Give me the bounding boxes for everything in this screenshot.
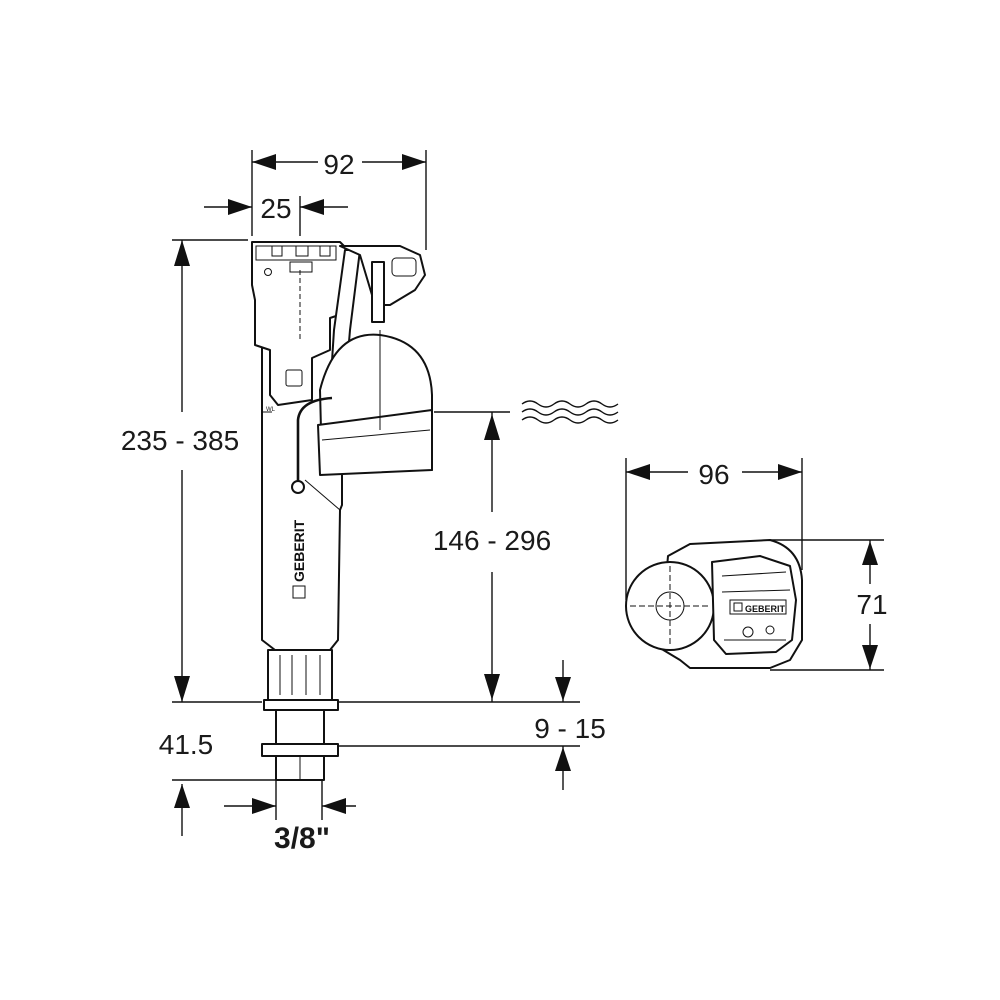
arrow-thread-top <box>555 677 571 701</box>
arrow-offset-left <box>228 199 252 215</box>
dimension-top-width: 92 <box>251 149 427 250</box>
arrow-height-bottom <box>174 676 190 702</box>
wl-mark-label: WL <box>266 407 276 413</box>
plan-screw <box>742 626 754 638</box>
dimension-plan-width: 96 <box>625 458 803 600</box>
arrow-height-top <box>174 240 190 266</box>
dimension-top-offset: 25 <box>204 193 348 236</box>
lock-nut <box>263 699 339 711</box>
head-slot-2 <box>295 245 309 257</box>
plan-logo-mark <box>733 602 743 612</box>
refill-tube-clip <box>291 480 305 494</box>
plan-width-label: 96 <box>698 459 729 490</box>
head-screw <box>264 268 272 276</box>
plan-ribs <box>721 571 791 641</box>
arrow-thread-bottom <box>555 747 571 771</box>
head-slot-1 <box>271 245 283 257</box>
thread-size-label: 3/8" <box>274 822 330 855</box>
arrow-wl-top <box>484 414 500 440</box>
arrow-offset-right <box>300 199 324 215</box>
stem-height-label: 41.5 <box>159 729 214 760</box>
arrow-thread-size-left <box>252 798 276 814</box>
dimension-water-level: 146 - 296 <box>338 400 619 703</box>
top-width-label: 92 <box>323 149 354 180</box>
lower-cage <box>267 649 333 701</box>
arrow-plan-left <box>626 464 650 480</box>
fill-valve-side-view: WL GEBERIT <box>251 241 433 781</box>
arrow-plan-bottom <box>862 645 878 669</box>
float-ridge <box>321 429 431 441</box>
threaded-stem <box>275 709 325 747</box>
arrow-right <box>402 154 426 170</box>
arrow-thread-size-right <box>322 798 346 814</box>
geberit-logo-mark <box>292 585 306 599</box>
dimension-plan-depth: 71 <box>770 539 888 671</box>
arrow-plan-top <box>862 541 878 565</box>
geberit-logo-text-plan: GEBERIT <box>745 604 786 614</box>
lever-rod <box>371 261 385 323</box>
water-wave-icon <box>521 400 619 424</box>
head-slot-4 <box>289 261 313 273</box>
cage-ribs <box>279 655 321 695</box>
plan-head-block <box>711 555 797 655</box>
arrow-wl-bottom <box>484 674 500 700</box>
geberit-logo-side: GEBERIT <box>291 519 307 599</box>
head-slot-3 <box>319 245 331 257</box>
plan-depth-label: 71 <box>856 589 887 620</box>
total-height-label: 235 - 385 <box>121 425 239 456</box>
top-offset-label: 25 <box>260 193 291 224</box>
dimension-thread-length: 9 - 15 <box>338 660 606 790</box>
arrow-stem <box>174 784 190 808</box>
body-seam <box>304 479 341 511</box>
float-lower <box>317 409 433 476</box>
geberit-logo-text-side: GEBERIT <box>291 519 307 582</box>
arrow-left <box>252 154 276 170</box>
lever-knob <box>391 257 417 277</box>
bottom-washer <box>261 743 339 757</box>
dimension-thread-size: 3/8" <box>224 780 356 855</box>
thread-length-label: 9 - 15 <box>534 713 606 744</box>
plan-logo-frame <box>729 599 787 615</box>
dimension-total-height: 235 - 385 <box>121 239 262 703</box>
body-window <box>285 369 303 387</box>
dimension-stem-height: 41.5 <box>159 729 276 836</box>
arrow-plan-right <box>778 464 802 480</box>
fill-valve-plan-view: GEBERIT <box>625 539 803 669</box>
plan-screw-2 <box>765 625 775 635</box>
water-level-height-label: 146 - 296 <box>433 525 551 556</box>
refill-tube <box>296 396 333 485</box>
